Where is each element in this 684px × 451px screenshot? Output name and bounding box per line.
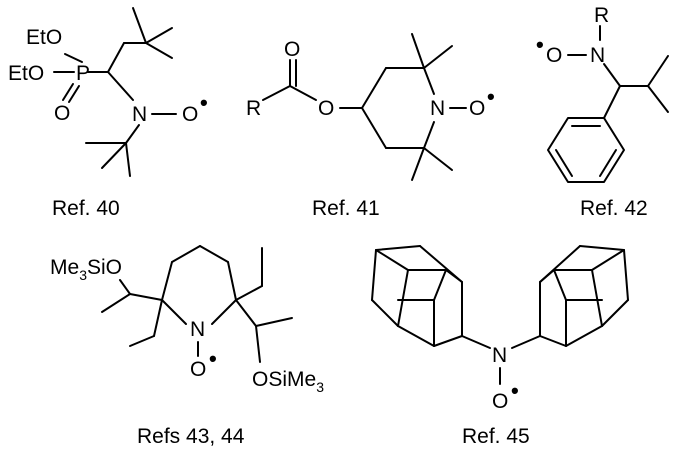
- atom-nitrogen-4: N: [190, 318, 205, 341]
- bond: [411, 33, 425, 69]
- caption-refs4344: Refs 43, 44: [137, 425, 245, 448]
- atom-me3sio: Me3SiO: [50, 256, 122, 283]
- bond: [145, 27, 173, 44]
- bond: [132, 7, 147, 44]
- bond: [107, 71, 134, 101]
- bond: [161, 261, 173, 301]
- atom-nitroxide-oxygen-4: O: [190, 358, 206, 381]
- atom-phosphoryl-oxygen: O: [54, 102, 70, 125]
- radical-dot-2: •: [487, 84, 495, 109]
- bond: [125, 142, 131, 177]
- bond: [599, 149, 617, 177]
- atom-eto-left: EtO: [8, 62, 44, 85]
- adamantyl-right: [539, 245, 629, 347]
- bond: [62, 83, 74, 101]
- adamantyl-left: [371, 245, 463, 347]
- bond: [647, 55, 669, 87]
- atom-nitroxide-oxygen-1: O: [182, 103, 198, 126]
- bond: [101, 293, 131, 313]
- atom-r-3: R: [594, 4, 609, 27]
- bond: [255, 325, 261, 363]
- structure-ref45: N O •: [371, 245, 629, 448]
- bond: [361, 67, 387, 109]
- atom-osime3: OSiMe3: [252, 368, 324, 395]
- atom-nitroxide-oxygen-5: O: [492, 390, 508, 413]
- bond: [235, 285, 263, 301]
- bond: [423, 67, 435, 95]
- caption-ref41: Ref. 41: [312, 197, 380, 220]
- bond: [235, 299, 257, 327]
- bond: [511, 335, 541, 349]
- bond: [603, 63, 621, 87]
- caption-ref40: Ref. 40: [52, 197, 120, 220]
- atom-carbonyl-oxygen: O: [284, 38, 300, 61]
- bond: [161, 299, 187, 325]
- bond: [227, 261, 237, 301]
- bond: [461, 335, 491, 349]
- bond: [64, 53, 83, 63]
- bond: [171, 245, 201, 263]
- bond: [119, 279, 131, 295]
- bond: [423, 45, 453, 69]
- bond: [555, 149, 573, 177]
- bond: [262, 85, 291, 101]
- phenyl-ring: [547, 117, 625, 183]
- bond: [289, 85, 317, 101]
- bond: [255, 317, 293, 327]
- bond: [423, 121, 435, 149]
- structure-refs4344: Me3SiO N O • OSiMe3 Refs 43, 44: [50, 245, 324, 448]
- atom-nitroxide-oxygen-2: O: [469, 97, 485, 120]
- radical-dot-5: •: [511, 378, 519, 403]
- bond: [129, 293, 163, 301]
- atom-nitroxide-oxygen-3: O: [546, 44, 562, 67]
- bond: [125, 124, 140, 144]
- bond: [647, 85, 669, 113]
- caption-ref45: Ref. 45: [462, 425, 530, 448]
- atom-r-ester: R: [246, 97, 261, 120]
- atom-nitrogen-3: N: [590, 44, 605, 67]
- bond: [129, 335, 155, 347]
- bond: [68, 85, 80, 103]
- radical-dot-1: •: [200, 90, 208, 115]
- bond: [101, 142, 127, 169]
- structure-ref41: O R O N O • Ref. 41: [246, 33, 495, 220]
- bond: [423, 147, 453, 171]
- bond: [361, 107, 387, 149]
- atom-eto-top: EtO: [26, 26, 62, 49]
- structure-ref42: R • O N Ref. 42: [536, 4, 669, 220]
- bond: [153, 299, 163, 337]
- bond: [411, 147, 425, 181]
- atom-nitrogen-5: N: [492, 344, 507, 367]
- bond: [603, 85, 621, 119]
- atom-nitrogen-1: N: [132, 103, 147, 126]
- structure-ref40: EtO EtO P O N O • Ref. 40: [8, 7, 208, 220]
- atom-nitrogen-2: N: [430, 97, 445, 120]
- bond: [199, 245, 229, 263]
- atom-ester-oxygen: O: [318, 97, 334, 120]
- bond: [107, 42, 125, 73]
- radical-dot-4: •: [209, 346, 217, 371]
- radical-dot-3: •: [536, 32, 544, 57]
- bond: [145, 42, 173, 59]
- atom-phosphorus: P: [76, 62, 90, 85]
- bond: [211, 299, 237, 325]
- caption-ref42: Ref. 42: [580, 197, 648, 220]
